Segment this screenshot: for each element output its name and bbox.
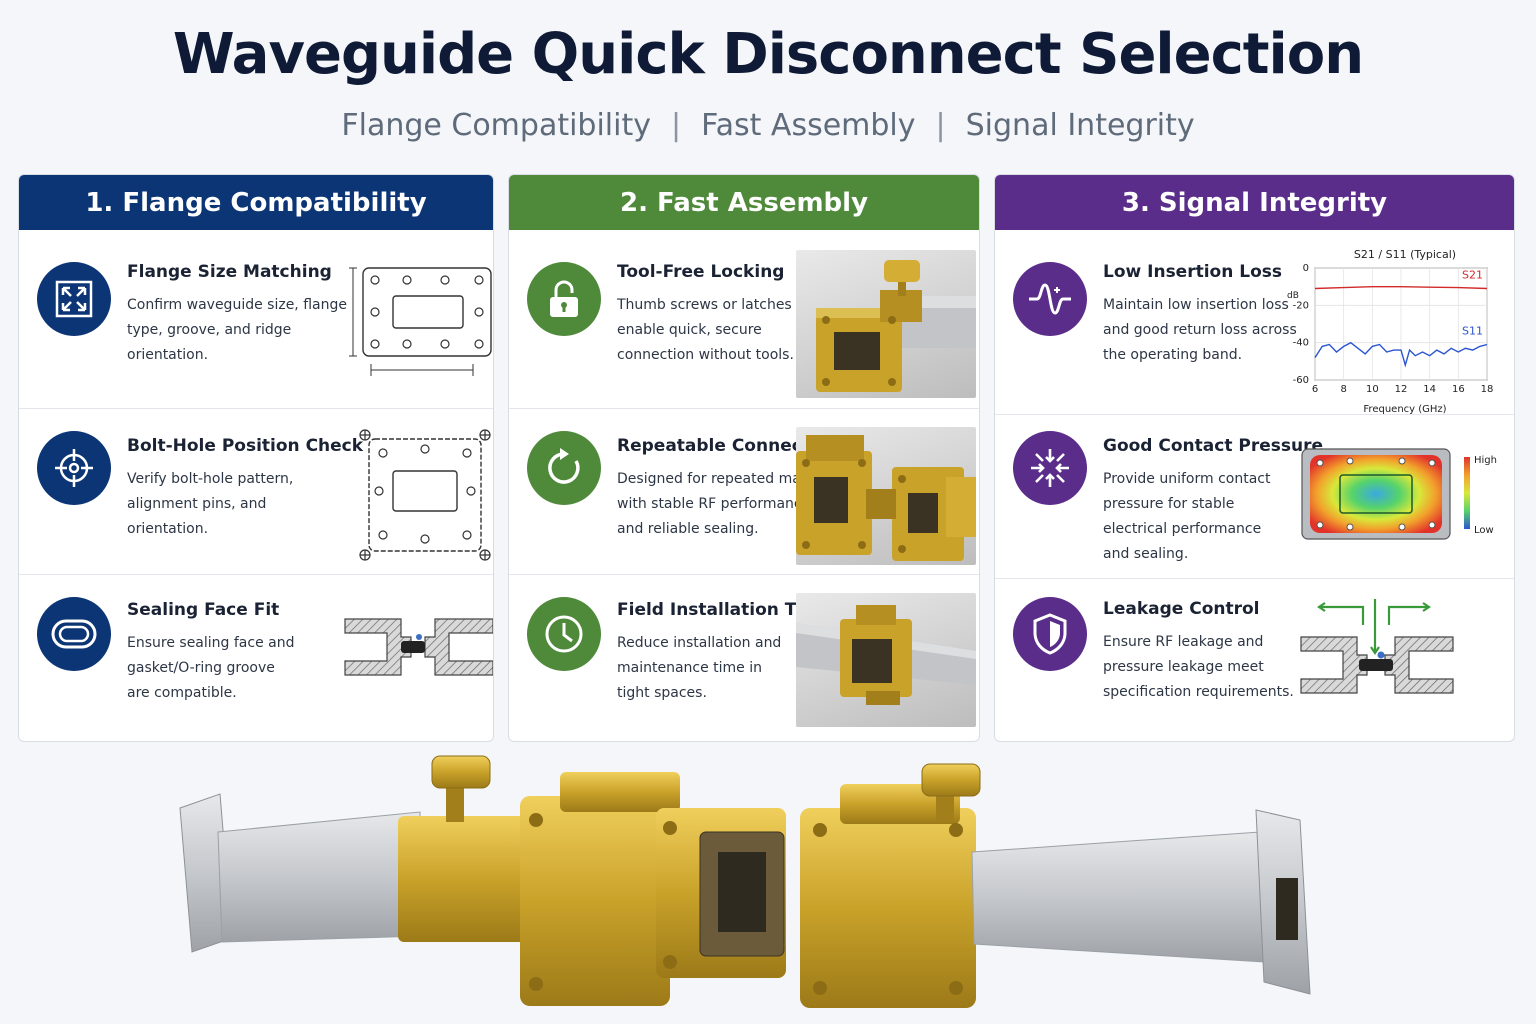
- padlock-icon: [527, 262, 601, 336]
- y-tick-label: -60: [1293, 375, 1309, 386]
- row-title: Repeatable Connection: [617, 436, 840, 456]
- row-title: Sealing Face Fit: [127, 600, 280, 620]
- row-flange-size-matching: Flange Size Matching Confirm waveguide s…: [19, 230, 493, 408]
- row-title: Flange Size Matching: [127, 262, 332, 282]
- column-fast-assembly: 2. Fast Assembly Tool-Free Locking Thumb…: [508, 174, 980, 742]
- expand-arrows-icon: [37, 262, 111, 336]
- x-tick-label: 14: [1423, 384, 1436, 395]
- row-description: Ensure RF leakage and pressure leakage m…: [1103, 634, 1294, 700]
- row-tool-free-locking: Tool-Free Locking Thumb screws or latche…: [509, 230, 979, 408]
- row-bolt-hole-position-check: Bolt-Hole Position Check Verify bolt-hol…: [19, 408, 493, 574]
- y-tick-label: -20: [1293, 300, 1309, 311]
- page-title: Waveguide Quick Disconnect Selection: [172, 22, 1364, 87]
- column-header: 3. Signal Integrity: [995, 175, 1514, 230]
- row-sealing-face-fit: Sealing Face Fit Ensure sealing face and…: [19, 574, 493, 741]
- x-tick-label: 6: [1312, 384, 1318, 395]
- chart-ylabel: dB: [1287, 291, 1299, 301]
- legend-low: Low: [1474, 525, 1494, 536]
- repeatable-connection-photo: [796, 427, 976, 565]
- row-leakage-control: Leakage Control Ensure RF leakage and pr…: [995, 578, 1514, 741]
- page-subtitle: Flange Compatibility | Fast Assembly | Signa…: [0, 108, 1536, 143]
- x-tick-label: 18: [1481, 384, 1494, 395]
- pressure-heatmap: High Low: [1301, 448, 1497, 540]
- row-description: Provide uniform contact pressure for sta…: [1103, 471, 1271, 562]
- quick-disconnect-product-illustration: [179, 755, 1311, 1008]
- oring-icon: [37, 597, 111, 671]
- leakage-cross-section: [1300, 599, 1454, 694]
- subtitle-item: Fast Assembly: [701, 108, 916, 143]
- y-tick-label: -40: [1293, 338, 1309, 349]
- x-tick-label: 8: [1340, 384, 1346, 395]
- x-tick-label: 16: [1452, 384, 1465, 395]
- row-description: Verify bolt-hole pattern, alignment pins…: [127, 471, 294, 537]
- row-description: Maintain low insertion loss and good ret…: [1103, 297, 1297, 363]
- series-label-s21: S21: [1462, 269, 1483, 282]
- column-header: 1. Flange Compatibility: [19, 175, 493, 230]
- row-description: Reduce installation and maintenance time…: [617, 635, 782, 701]
- refresh-icon: [527, 431, 601, 505]
- right-waveguide-tube: [971, 831, 1265, 963]
- subtitle-item: Signal Integrity: [965, 108, 1195, 143]
- clock-icon: [527, 597, 601, 671]
- series-label-s11: S11: [1462, 325, 1483, 338]
- row-title: Bolt-Hole Position Check: [127, 436, 364, 456]
- row-good-contact-pressure: Good Contact Pressure Provide uniform co…: [995, 414, 1514, 578]
- row-title: Leakage Control: [1103, 599, 1260, 619]
- row-description: Ensure sealing face and gasket/O-ring gr…: [127, 635, 295, 701]
- row-repeatable-connection: Repeatable Connection Designed for repea…: [509, 408, 979, 574]
- left-waveguide-tube: [217, 811, 423, 943]
- column-flange-compatibility: 1. Flange Compatibility Flange Size Matc…: [18, 174, 494, 742]
- right-thumb-screw: [921, 763, 981, 797]
- sealing-cross-section: [344, 618, 493, 676]
- row-description: Confirm waveguide size, flange type, gro…: [127, 297, 347, 363]
- series-line-s11: [1314, 341, 1488, 368]
- thumb-screw-photo: [796, 250, 976, 398]
- crosshair-icon: [37, 431, 111, 505]
- series-line-s21: [1314, 286, 1488, 290]
- x-tick-label: 10: [1366, 384, 1379, 395]
- wave-icon: [1013, 262, 1087, 336]
- s-parameter-chart: S21 / S11 (Typical) dB Frequency (GHz) 6…: [1287, 248, 1494, 414]
- left-thumb-screw: [431, 755, 491, 789]
- chart-xlabel: Frequency (GHz): [1363, 404, 1446, 414]
- row-title: Field Installation Time: [617, 600, 832, 620]
- shield-icon: [1013, 597, 1087, 671]
- row-field-installation-time: Field Installation Time Reduce installat…: [509, 574, 979, 741]
- column-signal-integrity: 3. Signal Integrity Low Insertion Loss M…: [994, 174, 1515, 742]
- subtitle-item: Flange Compatibility: [341, 108, 651, 143]
- field-installation-photo: [796, 593, 976, 727]
- row-title: Tool-Free Locking: [617, 262, 785, 282]
- x-tick-label: 12: [1395, 384, 1408, 395]
- pressure-icon: [1013, 431, 1087, 505]
- bolt-hole-drawing: [359, 429, 491, 561]
- row-title: Low Insertion Loss: [1103, 262, 1282, 282]
- chart-title: S21 / S11 (Typical): [1354, 248, 1456, 261]
- row-description: Thumb screws or latches enable quick, se…: [617, 297, 794, 363]
- subtitle-separator: |: [935, 108, 946, 143]
- row-low-insertion-loss: Low Insertion Loss Maintain low insertio…: [995, 230, 1514, 414]
- row-title: Good Contact Pressure: [1103, 436, 1324, 456]
- y-tick-label: 0: [1303, 263, 1309, 274]
- subtitle-separator: |: [671, 108, 682, 143]
- legend-high: High: [1474, 455, 1497, 466]
- flange-drawing: [349, 267, 492, 376]
- column-header: 2. Fast Assembly: [509, 175, 979, 230]
